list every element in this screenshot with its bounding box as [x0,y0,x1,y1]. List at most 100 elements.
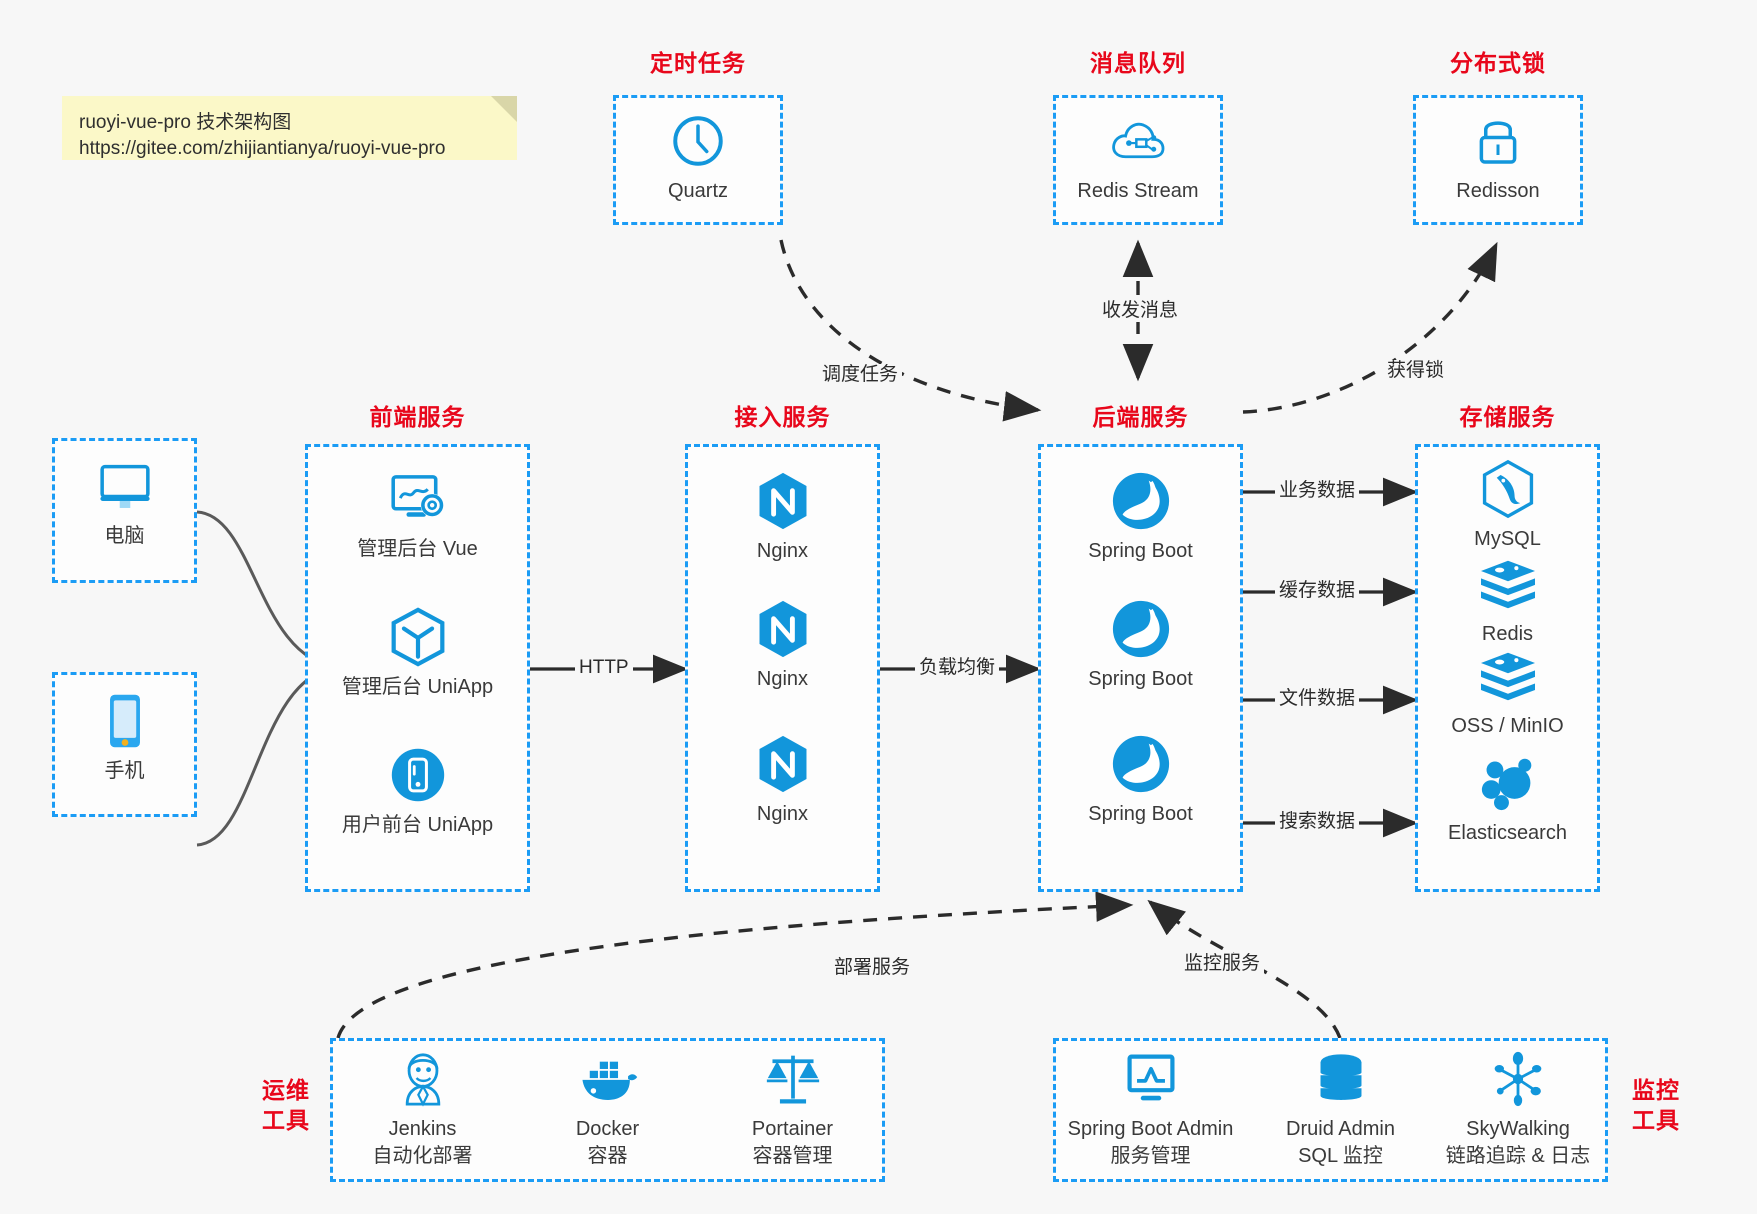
scales-icon [700,1048,885,1110]
node-admin-vue[interactable]: 管理后台 Vue [305,468,530,563]
devops-title-line1: 运维 [262,1077,310,1103]
group-title-gateway: 接入服务 [734,404,831,430]
node-druid-admin[interactable]: Druid Admin SQL 监控 [1253,1048,1428,1170]
dashboard-gear-icon [305,468,530,530]
node-spring-boot-2[interactable]: Spring Boot [1038,598,1243,693]
note-line-title: ruoyi-vue-pro 技术架构图 [79,112,292,133]
node-spring-boot-3[interactable]: Spring Boot [1038,733,1243,828]
node-label: SkyWalking [1466,1118,1570,1140]
group-title-storage: 存储服务 [1459,404,1556,430]
node-sublabel: 容器管理 [752,1145,833,1167]
edge-label-cache-data: 缓存数据 [1275,580,1360,602]
node-label: Druid Admin [1286,1118,1395,1140]
jenkins-icon [330,1048,515,1110]
monitor-chart-icon [1053,1048,1248,1110]
title-sticky-note: ruoyi-vue-pro 技术架构图 https://gitee.com/zh… [62,96,517,160]
node-quartz[interactable]: Quartz [613,110,783,205]
skywalking-icon [1428,1048,1608,1110]
cloud-node-icon [1053,110,1223,172]
group-title-monitor: 监控 工具 [1625,1075,1687,1135]
edge-label-acquire-lock: 获得锁 [1383,360,1449,382]
clock-icon [613,110,783,172]
node-label: Elasticsearch [1448,822,1567,844]
devops-title-line2: 工具 [262,1107,310,1133]
node-sublabel: SQL 监控 [1298,1145,1383,1167]
node-label: Portainer [751,1118,834,1140]
elasticsearch-icon [1415,752,1600,814]
nginx-icon [685,470,880,532]
node-label: Nginx [756,668,809,690]
group-title-frontend: 前端服务 [369,404,466,430]
spring-boot-icon [1038,598,1243,660]
group-title-backend: 后端服务 [1092,404,1189,430]
edge-label-load-balance: 负载均衡 [915,657,1000,679]
spring-boot-icon [1038,470,1243,532]
node-label: Redisson [1456,180,1540,202]
nginx-icon [685,733,880,795]
node-label: Jenkins [388,1118,457,1140]
node-user-uniapp[interactable]: 用户前台 UniApp [305,744,530,839]
note-line-url: https://gitee.com/zhijiantianya/ruoyi-vu… [79,138,446,159]
node-label: 管理后台 Vue [357,538,478,560]
mobile-app-icon [305,744,530,806]
edge-label-business-data: 业务数据 [1275,480,1360,502]
oss-minio-icon [1415,645,1600,707]
monitor-title-line1: 监控 [1632,1077,1680,1103]
node-oss-minio[interactable]: OSS / MinIO [1415,645,1600,740]
group-box-lock [1413,95,1583,225]
node-desktop[interactable]: 电脑 [52,455,197,550]
node-jenkins[interactable]: Jenkins 自动化部署 [330,1048,515,1170]
node-elasticsearch[interactable]: Elasticsearch [1415,752,1600,847]
node-admin-uniapp[interactable]: 管理后台 UniApp [305,606,530,701]
monitor-title-line2: 工具 [1632,1107,1680,1133]
mysql-icon [1415,458,1600,520]
redis-icon [1415,553,1600,615]
node-label: Redis Stream [1077,180,1199,202]
edge-label-schedule-task: 调度任务 [818,364,903,386]
group-title-scheduled: 定时任务 [650,50,746,76]
node-label: 管理后台 UniApp [341,676,494,698]
docker-icon [515,1048,700,1110]
group-box-mq [1053,95,1223,225]
spring-boot-icon [1038,733,1243,795]
node-phone[interactable]: 手机 [52,690,197,785]
node-spring-boot-1[interactable]: Spring Boot [1038,470,1243,565]
node-spring-boot-admin[interactable]: Spring Boot Admin 服务管理 [1053,1048,1248,1170]
node-skywalking[interactable]: SkyWalking 链路追踪 & 日志 [1428,1048,1608,1170]
node-mysql[interactable]: MySQL [1415,458,1600,553]
group-box-frontend [305,444,530,892]
phone-icon [52,690,197,752]
edge-label-file-data: 文件数据 [1275,688,1360,710]
node-label: Spring Boot [1088,668,1193,690]
node-sublabel: 自动化部署 [372,1145,473,1167]
node-label: Spring Boot [1088,803,1193,825]
node-sublabel: 链路追踪 & 日志 [1445,1145,1591,1167]
lock-icon [1413,110,1583,172]
node-label: Redis [1481,623,1534,645]
edge-label-monitor-service: 监控服务 [1180,953,1265,975]
nginx-icon [685,598,880,660]
node-sublabel: 服务管理 [1110,1145,1191,1167]
desktop-icon [52,455,197,517]
cube-icon [305,606,530,668]
node-label: OSS / MinIO [1451,715,1564,737]
node-label: Nginx [756,803,809,825]
node-label: Docker [575,1118,640,1140]
edge-label-http: HTTP [575,657,633,679]
node-label: 电脑 [104,525,145,547]
node-portainer[interactable]: Portainer 容器管理 [700,1048,885,1170]
node-redis[interactable]: Redis [1415,553,1600,648]
edge-label-search-data: 搜索数据 [1275,811,1360,833]
node-nginx-2[interactable]: Nginx [685,598,880,693]
node-nginx-1[interactable]: Nginx [685,470,880,565]
node-docker[interactable]: Docker 容器 [515,1048,700,1170]
node-redisson[interactable]: Redisson [1413,110,1583,205]
node-nginx-3[interactable]: Nginx [685,733,880,828]
node-redis-stream[interactable]: Redis Stream [1053,110,1223,205]
edge-label-deploy-service: 部署服务 [830,957,915,979]
node-label: Quartz [667,180,729,202]
node-label: Spring Boot [1088,540,1193,562]
group-box-storage [1415,444,1600,892]
node-label: Spring Boot Admin [1067,1118,1234,1140]
